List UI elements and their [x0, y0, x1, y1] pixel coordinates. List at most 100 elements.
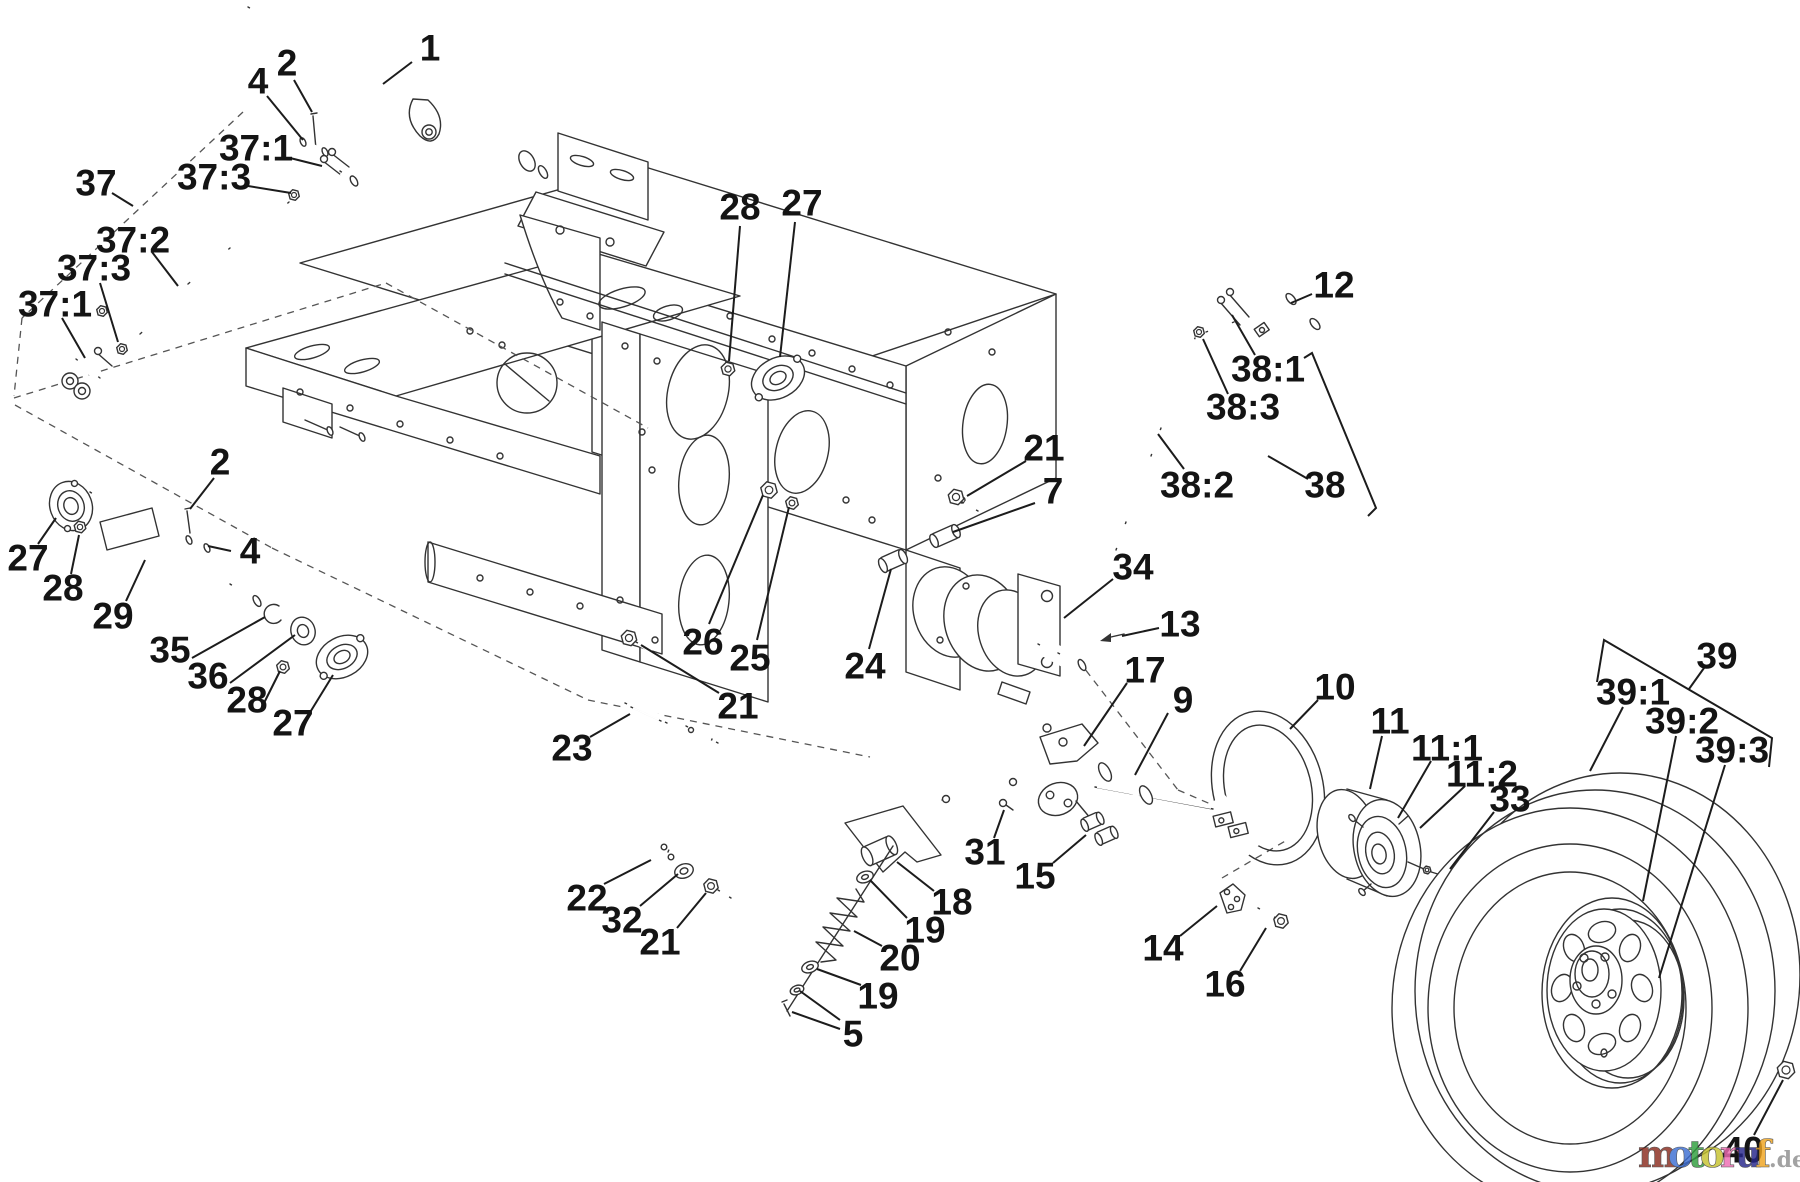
leader-line-35: [191, 616, 266, 659]
hex-nut: [95, 305, 109, 317]
frame-bolt-holes: [296, 298, 996, 644]
callout-17: 17: [1124, 650, 1165, 691]
leader-line-37:1: [61, 317, 86, 359]
leader-line-37:1: [289, 157, 323, 167]
rod-hanger-strap: [408, 98, 442, 142]
leader-line-16: [1239, 927, 1267, 972]
cotter-pin-2-top: [310, 112, 318, 150]
callout-37:3: 37:3: [177, 157, 251, 198]
flange-bearing-27-left: [48, 479, 94, 533]
watermark-letter: m: [1638, 1132, 1677, 1176]
callout-38:2: 38:2: [1160, 465, 1234, 506]
clevis-38-1: [1205, 287, 1250, 335]
leader-line-22: [603, 859, 652, 885]
assembly-guide-lines: [13, 111, 1288, 879]
callout-5: 5: [843, 1014, 864, 1055]
callout-40: 40: [1722, 1130, 1763, 1171]
callout-38:3: 38:3: [1206, 387, 1280, 428]
pin-12: [1253, 292, 1321, 338]
leader-line-19: [816, 968, 862, 986]
idler-arm-17: [941, 723, 1214, 820]
flange-bearing-27-frame: [750, 354, 806, 402]
leader-line-10: [1289, 699, 1319, 730]
callout-37:1: 37:1: [18, 284, 92, 325]
assembly-38-bracket: [1303, 351, 1378, 517]
callout-28: 28: [719, 187, 760, 228]
wheel-tire-39: [1391, 772, 1800, 1182]
callout-27: 27: [7, 538, 48, 579]
washer-32: [674, 862, 694, 880]
leader-line-33: [1449, 811, 1495, 870]
callout-38:1: 38:1: [1231, 349, 1305, 390]
frame-roller-pins: [304, 419, 366, 442]
leader-line-1: [382, 61, 413, 85]
leader-line-5: [791, 1011, 841, 1030]
callout-11:1: 11:1: [1411, 728, 1483, 769]
callout-34: 34: [1112, 547, 1154, 588]
callout-2: 2: [210, 442, 231, 483]
leader-line-29: [125, 559, 146, 602]
leader-line-38:1: [1231, 314, 1256, 356]
leader-line-27: [37, 517, 57, 545]
hex-nut: [73, 520, 87, 534]
callout-37:2: 37:2: [96, 220, 170, 261]
callout-37:3: 37:3: [57, 248, 131, 289]
chassis-frame: [245, 132, 1057, 703]
callout-35: 35: [149, 630, 190, 671]
callout-16: 16: [1204, 964, 1245, 1005]
tie-rod-37-2: [139, 201, 290, 335]
brake-drum-11: [1316, 788, 1425, 898]
callout-32: 32: [601, 900, 642, 941]
leader-line-9: [1134, 712, 1169, 776]
leader-line-21: [640, 644, 720, 694]
leader-line-27: [779, 221, 796, 358]
callout-37: 37: [75, 163, 116, 204]
leader-line-19: [869, 879, 908, 919]
anchor-bracket-14: [1219, 883, 1246, 914]
leader-line-25: [756, 506, 790, 641]
snap-ring-35: [263, 603, 282, 625]
callout-brackets: [1303, 351, 1774, 768]
hex-nut: [115, 343, 129, 355]
pin-9: [1097, 762, 1154, 805]
watermark-letter: u: [1735, 1132, 1762, 1176]
leader-line-2: [189, 477, 215, 510]
leader-line-5: [799, 990, 841, 1021]
callout-20: 20: [879, 938, 920, 979]
leader-line-39: [1688, 667, 1705, 690]
callout-37:1: 37:1: [219, 128, 293, 169]
leader-line-4: [266, 95, 304, 141]
washer-36: [290, 616, 316, 646]
watermark-letter: r: [1720, 1132, 1740, 1176]
spring-20: [815, 888, 865, 963]
leader-line-38: [1267, 455, 1309, 480]
callout-36: 36: [187, 656, 228, 697]
hex-nut: [1192, 326, 1206, 338]
parts-layer: [48, 5, 1800, 1182]
leader-line-28: [728, 225, 741, 362]
watermark-letter: t: [1688, 1132, 1705, 1176]
leader-line-38:3: [1202, 338, 1229, 395]
callout-2: 2: [277, 43, 298, 84]
leader-line-14: [1179, 905, 1218, 937]
watermark-letter: f: [1755, 1132, 1773, 1176]
callout-27: 27: [272, 703, 313, 744]
callout-39:1: 39:1: [1596, 672, 1670, 713]
leader-line-12: [1290, 293, 1313, 304]
hex-nut: [1776, 1060, 1796, 1080]
hex-nut: [1422, 865, 1432, 875]
clevis-37-1-bottom: [61, 346, 113, 400]
wheel-rim-39-2: [1541, 897, 1685, 1089]
hex-nut: [1273, 913, 1289, 929]
leader-line-4: [207, 545, 232, 552]
leader-line-11:1: [1397, 760, 1432, 819]
leader-line-32: [639, 873, 679, 907]
washer-19-upper: [856, 870, 874, 884]
leader-line-13: [1121, 627, 1160, 637]
hex-nut: [620, 629, 638, 647]
bushing-24: [877, 548, 909, 574]
spacer-15-a: [1080, 811, 1105, 833]
